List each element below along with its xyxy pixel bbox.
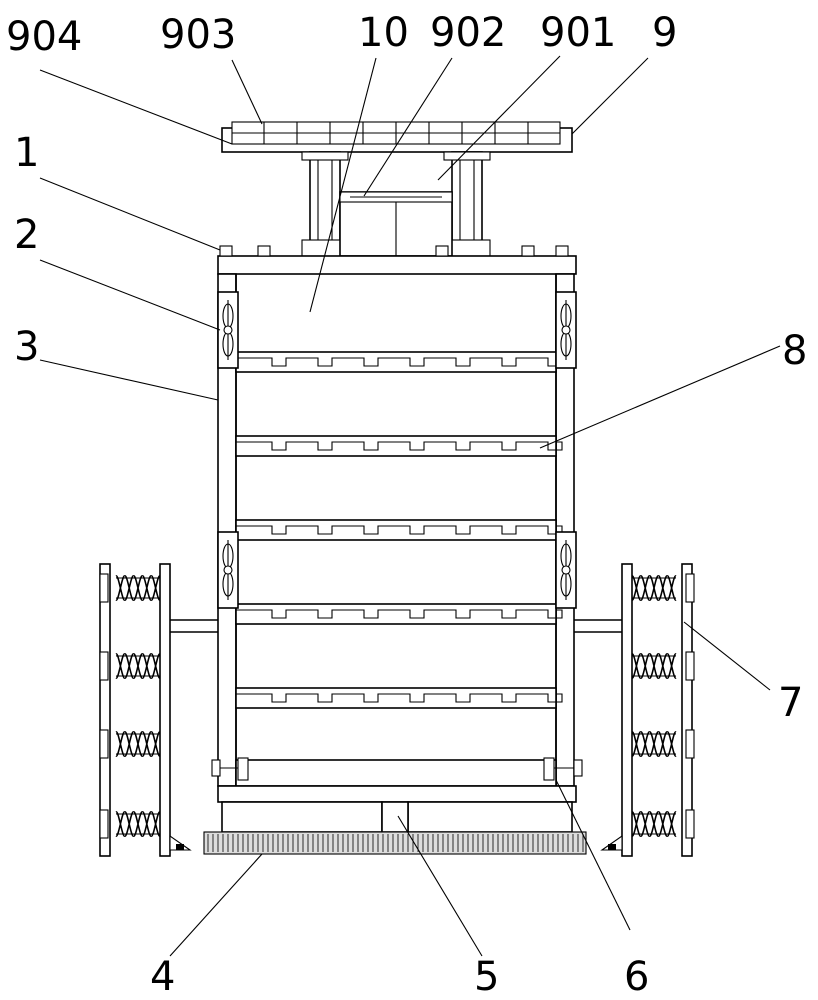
spring-mount (685, 651, 695, 681)
label-5: 5 (474, 954, 499, 1000)
label-902: 902 (430, 10, 506, 56)
top-cover (217, 245, 577, 275)
right-buffer-inner-plate (621, 563, 633, 857)
spring (99, 651, 161, 681)
spring (99, 809, 161, 839)
shelf-notches (236, 525, 563, 535)
shelf-board (235, 351, 557, 373)
spring-coil (115, 811, 161, 837)
leg-left (221, 801, 383, 833)
spring (631, 729, 695, 759)
shelf-notches (236, 357, 563, 367)
spring-coil (115, 653, 161, 679)
fan-mid-right (555, 531, 577, 609)
label-1: 1 (14, 130, 39, 176)
corner-bracket (169, 834, 192, 851)
fan-top-right (555, 291, 577, 369)
label-3: 3 (14, 324, 39, 370)
spring-coil (631, 575, 677, 601)
left-buffer (99, 563, 218, 857)
shelf-board (235, 603, 557, 625)
shelf-board (235, 687, 557, 709)
left-buffer-outer-plate (99, 563, 111, 857)
corner-bracket (600, 834, 623, 851)
shelves (235, 351, 563, 709)
panel-support (301, 151, 491, 257)
spring-coil (115, 731, 161, 757)
spring-coil (631, 811, 677, 837)
leg-right (407, 801, 573, 833)
shelf (235, 519, 563, 541)
right-buffer (574, 563, 695, 857)
left-buffer-inner-plate (159, 563, 171, 857)
right-buffer-outer-plate (681, 563, 693, 857)
label-2: 2 (14, 212, 39, 258)
label-901: 901 (540, 10, 616, 56)
spring-coil (115, 575, 161, 601)
spring-mount (685, 809, 695, 839)
shelf (235, 435, 563, 457)
solar-panel (221, 121, 573, 153)
clamp-right (543, 757, 583, 781)
spring-mount (99, 809, 109, 839)
shelf-notches (236, 693, 563, 703)
label-904: 904 (6, 14, 82, 60)
shelf-board (235, 519, 557, 541)
label-4: 4 (150, 954, 175, 1000)
label-9: 9 (652, 10, 677, 56)
label-903: 903 (160, 12, 236, 58)
spring-mount (685, 729, 695, 759)
center-post (381, 801, 409, 833)
panel-cell-dividers (263, 122, 529, 144)
spring (631, 651, 695, 681)
clamp-left (211, 757, 249, 781)
shelf (235, 687, 563, 709)
bottom-tray (235, 759, 557, 787)
spring-mount (685, 573, 695, 603)
top-plate (217, 255, 577, 275)
spring (631, 573, 695, 603)
spring-mount (99, 573, 109, 603)
label-8: 8 (782, 328, 807, 374)
shelf (235, 351, 563, 373)
base-plate (217, 785, 577, 803)
fan-mid-left (217, 531, 239, 609)
spring-coil (631, 653, 677, 679)
spring-mount (99, 729, 109, 759)
anti-slip-pad (203, 831, 587, 855)
label-10: 10 (358, 10, 409, 56)
callout-labels: 904 903 10 902 901 9 1 2 3 8 7 4 5 6 (6, 10, 807, 1000)
fan-top-left (217, 291, 239, 369)
cabinet-body (211, 273, 583, 833)
spring-mount (99, 651, 109, 681)
shelf-board (235, 435, 557, 457)
shelf-notches (236, 609, 563, 619)
base-pad (203, 831, 587, 855)
spring (99, 573, 161, 603)
spring-coil (631, 731, 677, 757)
spring (99, 729, 161, 759)
leader-lines (39, 55, 781, 957)
label-6: 6 (624, 954, 649, 1000)
shelf-notches (236, 441, 563, 451)
shelf (235, 603, 563, 625)
spring (631, 809, 695, 839)
label-7: 7 (778, 680, 803, 726)
